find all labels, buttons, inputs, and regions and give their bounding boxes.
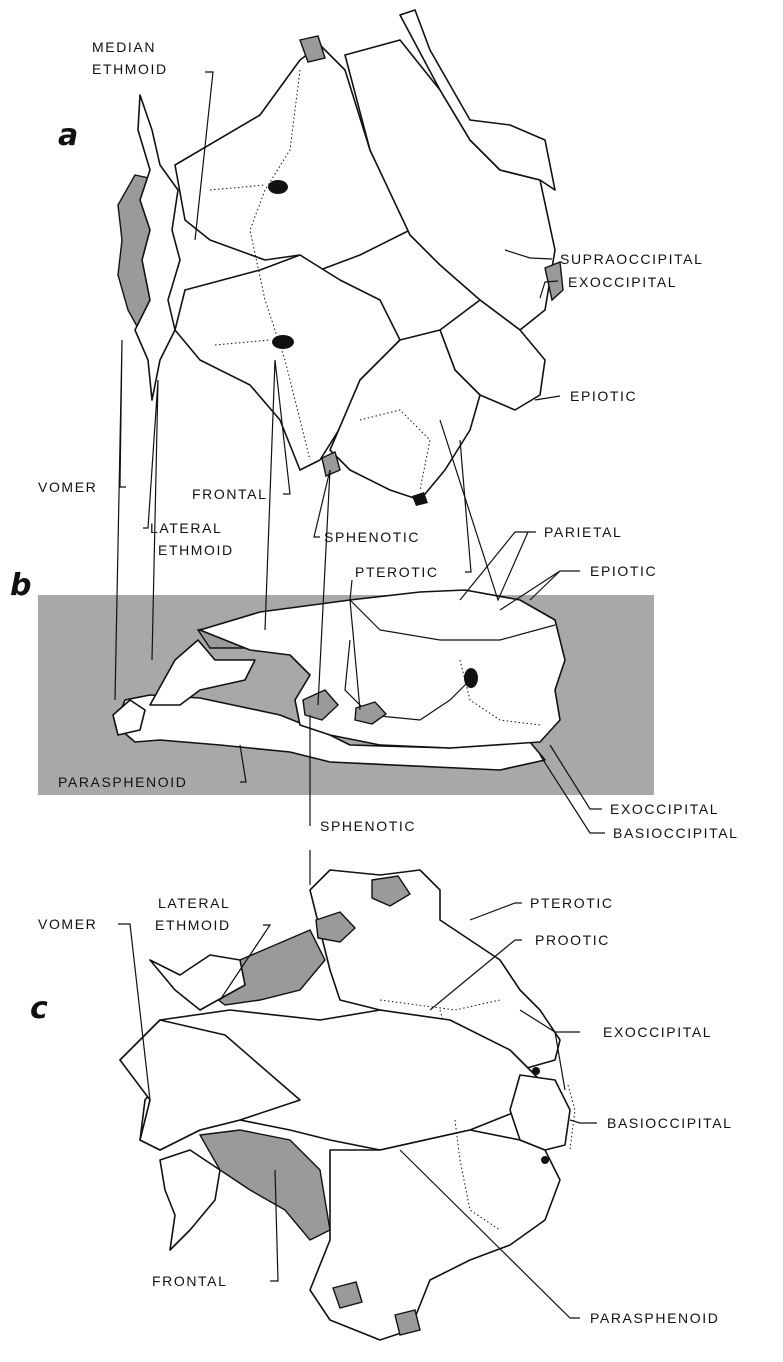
panel-a-letter: a — [58, 118, 78, 153]
label-epiotic-a: EPIOTIC — [570, 388, 637, 404]
panel-a-drawing: a — [58, 10, 563, 506]
foramen-a-1 — [268, 180, 288, 194]
foramen-c-1 — [532, 1067, 540, 1075]
leader-pterotic-c — [470, 903, 522, 920]
label-vomer-a: VOMER — [38, 479, 97, 495]
panel-b-drawing: b — [10, 568, 654, 795]
label-parasphenoid-c: PARASPHENOID — [590, 1310, 719, 1326]
basioccipital-c-shape — [510, 1075, 570, 1150]
label-parietal-a: PARIETAL — [544, 524, 622, 540]
foramen-a-2 — [272, 335, 294, 349]
panel-c-letter: c — [30, 991, 48, 1026]
exoccipital-c-lower — [310, 1130, 560, 1340]
panel-b-letter: b — [10, 568, 31, 603]
lateral-ethmoid-c-lower — [160, 1150, 220, 1250]
label-sphenotic-a: SPHENOTIC — [324, 529, 420, 545]
label-supraoccipital: SUPRAOCCIPITAL — [560, 251, 704, 267]
label-vomer-c: VOMER — [38, 916, 97, 932]
label-epiotic-b: EPIOTIC — [590, 563, 657, 579]
label-lateral-ethmoid-a-line2: ETHMOID — [158, 542, 234, 558]
label-basioccipital-b: BASIOCCIPITAL — [613, 825, 739, 841]
foramen-b-1 — [464, 668, 478, 688]
label-exoccipital-a: EXOCCIPITAL — [568, 274, 677, 290]
label-exoccipital-c: EXOCCIPITAL — [603, 1024, 712, 1040]
label-pterotic-a: PTEROTIC — [355, 564, 439, 580]
foramen-c-2 — [541, 1156, 549, 1164]
stipple-c-lower-2 — [395, 1310, 420, 1335]
label-median-ethmoid-line2: ETHMOID — [92, 61, 168, 77]
label-median-ethmoid-line1: MEDIAN — [92, 39, 156, 55]
frontal-c-lower-stipple — [200, 1130, 330, 1240]
leader-pterotic-a — [460, 440, 471, 572]
label-lateral-ethmoid-c-line2: ETHMOID — [155, 917, 231, 933]
label-exoccipital-b: EXOCCIPITAL — [610, 801, 719, 817]
label-parasphenoid-b: PARASPHENOID — [58, 774, 187, 790]
label-lateral-ethmoid-c-line1: LATERAL — [158, 895, 230, 911]
label-frontal-c: FRONTAL — [152, 1273, 228, 1289]
panel-c-drawing: c — [30, 870, 575, 1340]
label-frontal-a: FRONTAL — [192, 486, 268, 502]
label-lateral-ethmoid-a-line1: LATERAL — [150, 520, 222, 536]
label-basioccipital-c: BASIOCCIPITAL — [607, 1115, 733, 1131]
label-pterotic-c: PTEROTIC — [530, 895, 614, 911]
label-prootic-c: PROOTIC — [535, 932, 610, 948]
label-sphenotic-b: SPHENOTIC — [320, 818, 416, 834]
